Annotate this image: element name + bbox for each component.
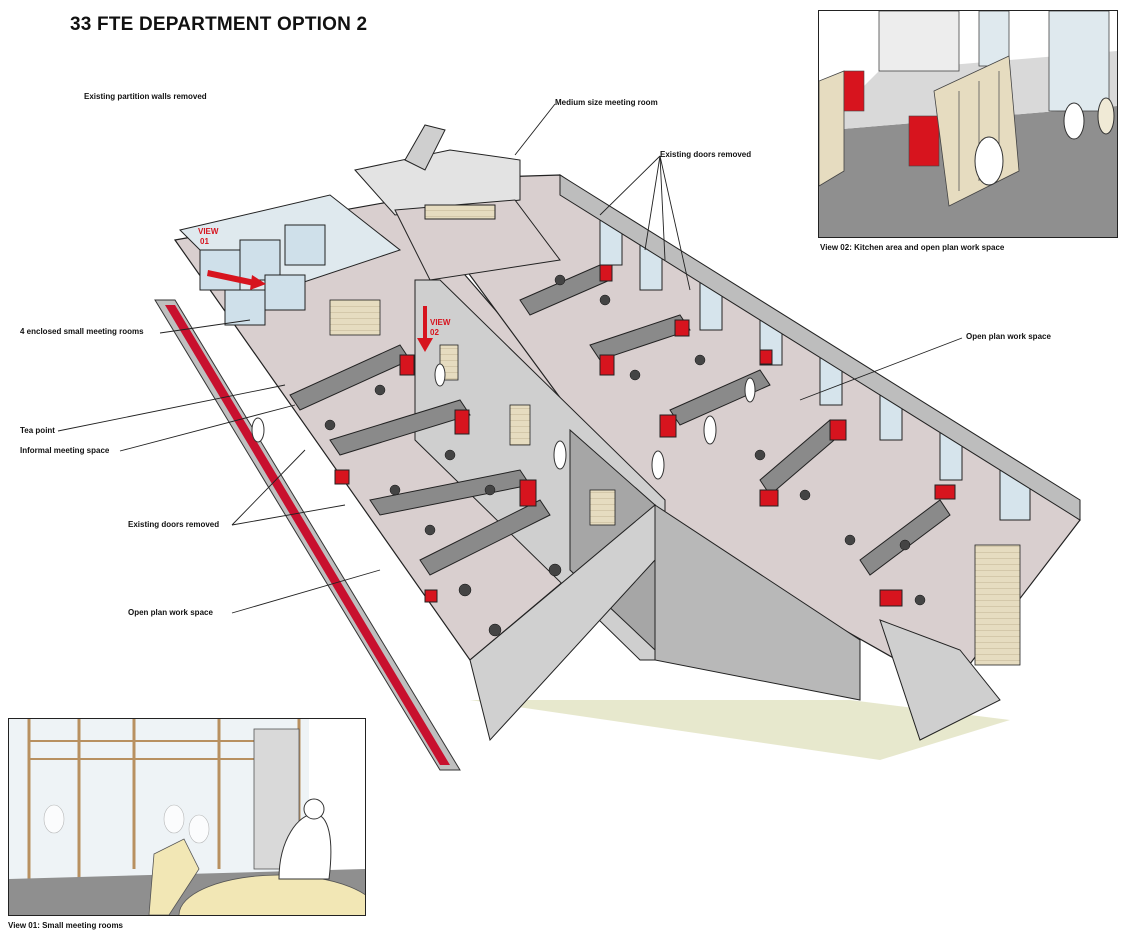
view-01-inset <box>8 718 366 916</box>
right-desk-clusters <box>519 264 956 607</box>
view-01-illustration <box>9 719 365 915</box>
page-title: 33 FTE DEPARTMENT OPTION 2 <box>70 14 368 35</box>
view-02-illustration <box>819 11 1117 237</box>
view-02-marker <box>417 306 433 352</box>
view-01-caption: View 01: Small meeting rooms <box>8 921 124 930</box>
left-desk-clusters <box>289 344 551 603</box>
right-front-block <box>879 619 1001 741</box>
label-tea-point: Tea point <box>20 426 55 435</box>
ground-shadow <box>470 700 1010 760</box>
view-02-inset <box>818 10 1118 238</box>
right-back-wall <box>559 174 1081 521</box>
small-meeting-rooms-block <box>179 194 402 326</box>
chairs <box>324 274 926 637</box>
medium-meeting-room <box>354 124 561 281</box>
view-02-caption: View 02: Kitchen area and open plan work… <box>820 243 1005 252</box>
label-doors-removed-top: Existing doors removed <box>660 150 752 159</box>
front-right-wall <box>654 504 861 701</box>
front-left-wall <box>469 503 656 742</box>
leader-lines <box>57 103 963 614</box>
label-small-meeting-rooms: 4 enclosed small meeting rooms <box>20 327 144 336</box>
label-open-plan-right: Open plan work space <box>966 332 1051 341</box>
label-doors-removed-left: Existing doors removed <box>128 520 220 529</box>
people-figures <box>251 363 756 480</box>
label-medium-meeting-room: Medium size meeting room <box>555 98 658 107</box>
label-open-plan-left: Open plan work space <box>128 608 213 617</box>
label-partition-walls: Existing partition walls removed <box>84 92 207 101</box>
view-01-marker <box>207 270 266 290</box>
label-informal-meeting: Informal meeting space <box>20 446 110 455</box>
